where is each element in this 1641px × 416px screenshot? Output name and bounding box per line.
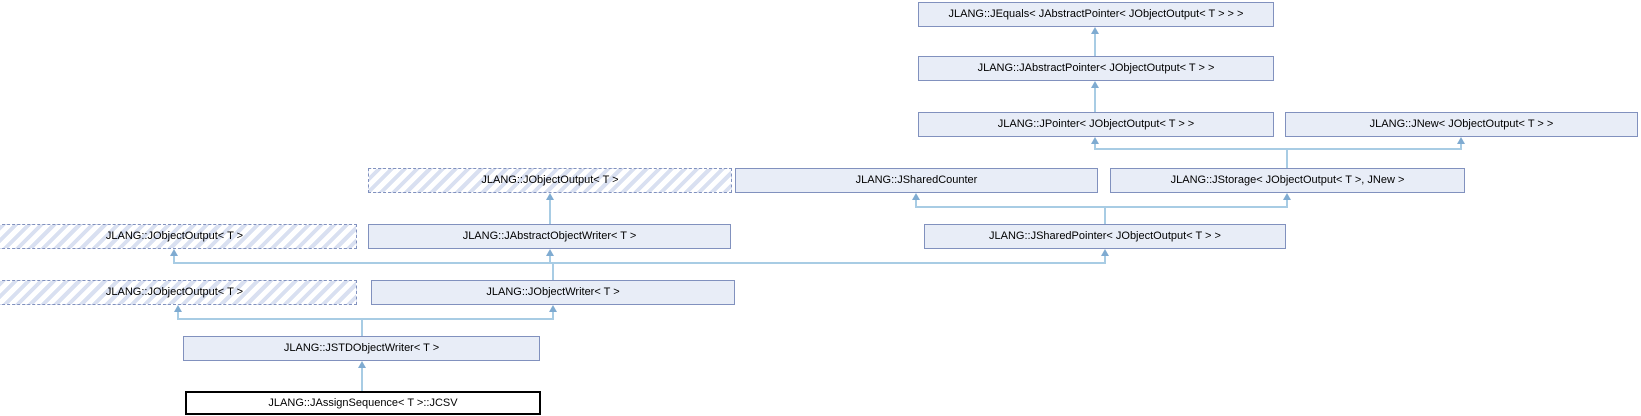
node-jobjectwriter[interactable]: JLANG::JObjectWriter< T > [371, 280, 735, 305]
edge-stem [1104, 206, 1106, 224]
arrowhead [170, 249, 178, 256]
arrowhead [549, 305, 557, 312]
node-jobjectoutput-b: JLANG::JObjectOutput< T > [0, 224, 357, 249]
node-jobjectoutput-c: JLANG::JObjectOutput< T > [0, 280, 357, 305]
edge-stem [1094, 34, 1096, 56]
arrowhead [1101, 249, 1109, 256]
arrowhead [358, 361, 366, 368]
arrowhead [546, 193, 554, 200]
arrowhead [1283, 193, 1291, 200]
node-jsharedpointer[interactable]: JLANG::JSharedPointer< JObjectOutput< T … [924, 224, 1286, 249]
node-jstorage[interactable]: JLANG::JStorage< JObjectOutput< T >, JNe… [1110, 168, 1465, 193]
arrowhead [1091, 137, 1099, 144]
edge-stem [361, 368, 363, 391]
edge-joint [1460, 144, 1462, 149]
edge-joint [915, 200, 917, 206]
edge-joint [1104, 256, 1106, 262]
arrowhead [1091, 81, 1099, 88]
edge-joint [177, 312, 179, 318]
edge-stem [361, 318, 363, 336]
edge-joint [552, 312, 554, 318]
edge-rail [177, 318, 554, 320]
node-jpointer[interactable]: JLANG::JPointer< JObjectOutput< T > > [918, 112, 1274, 137]
arrowhead [174, 305, 182, 312]
arrowhead [1091, 27, 1099, 34]
edge-joint [549, 256, 551, 262]
node-jsharedcounter[interactable]: JLANG::JSharedCounter [735, 168, 1098, 193]
edge-rail [915, 206, 1288, 208]
node-jcsv: JLANG::JAssignSequence< T >::JCSV [185, 391, 541, 415]
arrowhead [546, 249, 554, 256]
edge-rail [173, 262, 1106, 264]
edge-stem [1286, 148, 1288, 168]
node-jobjectoutput-a: JLANG::JObjectOutput< T > [368, 168, 732, 193]
node-jnew[interactable]: JLANG::JNew< JObjectOutput< T > > [1285, 112, 1638, 137]
edge-stem [552, 262, 554, 280]
node-jabstractpointer[interactable]: JLANG::JAbstractPointer< JObjectOutput< … [918, 56, 1274, 81]
edge-rail [1094, 148, 1462, 150]
edge-stem [1094, 88, 1096, 112]
node-jabstractobjectwriter[interactable]: JLANG::JAbstractObjectWriter< T > [368, 224, 731, 249]
edge-joint [1286, 200, 1288, 206]
edge-joint [173, 256, 175, 262]
arrowhead [1457, 137, 1465, 144]
node-jequals[interactable]: JLANG::JEquals< JAbstractPointer< JObjec… [918, 2, 1274, 27]
edge-stem [549, 200, 551, 224]
node-jstdobjectwriter[interactable]: JLANG::JSTDObjectWriter< T > [183, 336, 540, 361]
edge-joint [1094, 144, 1096, 149]
arrowhead [912, 193, 920, 200]
